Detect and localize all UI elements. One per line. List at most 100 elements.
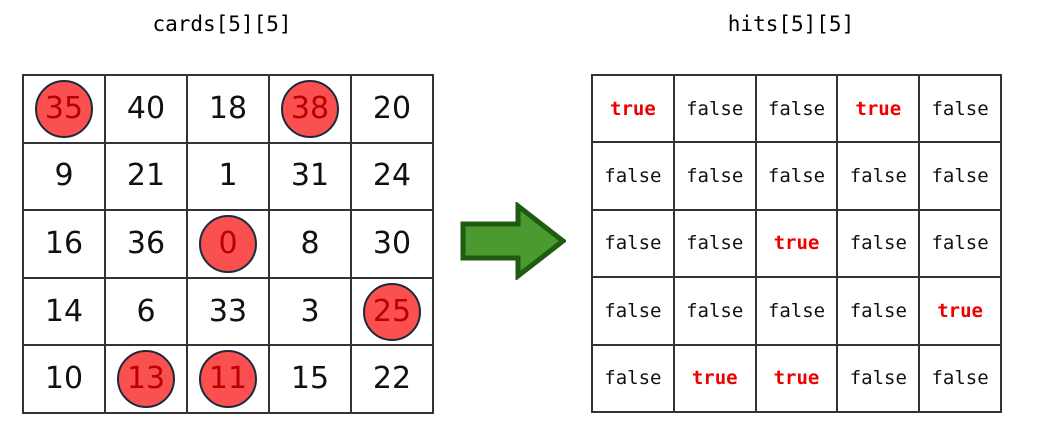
hits-cell-false[interactable]: false bbox=[918, 343, 1002, 413]
cards-cell[interactable]: 8 bbox=[268, 209, 352, 279]
card-number: 33 bbox=[208, 293, 248, 329]
card-number: 15 bbox=[290, 361, 330, 397]
cards-cell[interactable]: 10 bbox=[22, 344, 106, 414]
hits-cell-true[interactable]: true bbox=[754, 208, 839, 279]
card-cell-inner: 21 bbox=[106, 144, 186, 210]
cards-cell[interactable]: 16 bbox=[22, 209, 106, 279]
card-cell-inner: 30 bbox=[352, 211, 432, 277]
card-number: 22 bbox=[372, 361, 412, 397]
card-number: 35 bbox=[44, 90, 84, 126]
card-cell-inner: 3 bbox=[270, 279, 350, 345]
cards-cell[interactable]: 13 bbox=[104, 344, 188, 414]
card-number: 20 bbox=[372, 90, 412, 126]
cards-cell[interactable]: 25 bbox=[350, 276, 434, 347]
cards-cell[interactable]: 15 bbox=[268, 344, 352, 414]
cards-cell[interactable]: 18 bbox=[186, 74, 270, 144]
card-number: 1 bbox=[218, 158, 238, 194]
hits-cell-false[interactable]: false bbox=[672, 141, 757, 211]
cards-row: 9 21 1 31 24 bbox=[22, 141, 434, 212]
marked-card-circle: 13 bbox=[106, 346, 186, 412]
card-cell-inner: 1 bbox=[188, 144, 268, 210]
cards-cell[interactable]: 40 bbox=[104, 74, 188, 144]
cards-cell[interactable]: 24 bbox=[350, 141, 434, 212]
hits-cell-false[interactable]: false bbox=[836, 343, 921, 413]
card-cell-inner: 22 bbox=[352, 346, 432, 412]
card-number: 38 bbox=[290, 90, 330, 126]
hits-cell-false[interactable]: false bbox=[836, 276, 921, 346]
card-number: 11 bbox=[208, 361, 248, 397]
hits-cell-false[interactable]: false bbox=[918, 73, 1002, 144]
card-cell-inner: 20 bbox=[352, 76, 432, 142]
hits-cell-false[interactable]: false bbox=[672, 208, 757, 279]
card-cell-inner: 31 bbox=[270, 144, 350, 210]
hits-cell-false[interactable]: false bbox=[836, 141, 921, 211]
cards-title: cards[5][5] bbox=[152, 12, 292, 36]
card-number: 6 bbox=[136, 293, 156, 329]
card-number: 31 bbox=[290, 158, 330, 194]
card-number: 10 bbox=[44, 361, 84, 397]
card-cell-inner: 6 bbox=[106, 279, 186, 345]
card-number: 3 bbox=[300, 293, 320, 329]
hits-cell-false[interactable]: false bbox=[672, 276, 757, 346]
cards-cell[interactable]: 3 bbox=[268, 276, 352, 347]
hits-cell-false[interactable]: false bbox=[754, 141, 839, 211]
hits-cell-false[interactable]: false bbox=[591, 276, 675, 346]
hits-cell-true[interactable]: true bbox=[918, 276, 1002, 346]
cards-cell[interactable]: 21 bbox=[104, 141, 188, 212]
marked-card-circle: 35 bbox=[24, 76, 104, 142]
hits-cell-true[interactable]: true bbox=[591, 73, 675, 144]
cards-cell[interactable]: 35 bbox=[22, 74, 106, 144]
card-number: 30 bbox=[372, 225, 412, 261]
card-number: 8 bbox=[300, 225, 320, 261]
hits-cell-false[interactable]: false bbox=[918, 141, 1002, 211]
card-number: 40 bbox=[126, 90, 166, 126]
card-number: 9 bbox=[54, 158, 74, 194]
hits-cell-false[interactable]: false bbox=[754, 276, 839, 346]
hits-cell-false[interactable]: false bbox=[672, 73, 757, 144]
hits-cell-true[interactable]: true bbox=[836, 73, 921, 144]
cards-cell[interactable]: 20 bbox=[350, 74, 434, 144]
card-number: 36 bbox=[126, 225, 166, 261]
card-number: 21 bbox=[126, 158, 166, 194]
cards-cell[interactable]: 22 bbox=[350, 344, 434, 414]
hits-cell-true[interactable]: true bbox=[672, 343, 757, 413]
card-cell-inner: 33 bbox=[188, 279, 268, 345]
cards-cell[interactable]: 30 bbox=[350, 209, 434, 279]
cards-row: 10 13 11 15 22 bbox=[22, 344, 434, 414]
cards-cell[interactable]: 9 bbox=[22, 141, 106, 212]
card-cell-inner: 36 bbox=[106, 211, 186, 277]
card-cell-inner: 9 bbox=[24, 144, 104, 210]
card-cell-inner: 8 bbox=[270, 211, 350, 277]
right-arrow-shape bbox=[460, 200, 568, 282]
card-number: 16 bbox=[44, 225, 84, 261]
cards-cell[interactable]: 1 bbox=[186, 141, 270, 212]
cards-cell[interactable]: 14 bbox=[22, 276, 106, 347]
card-cell-inner: 18 bbox=[188, 76, 268, 142]
cards-cell[interactable]: 31 bbox=[268, 141, 352, 212]
cards-cell[interactable]: 6 bbox=[104, 276, 188, 347]
card-number: 14 bbox=[44, 293, 84, 329]
hits-cell-false[interactable]: false bbox=[836, 208, 921, 279]
card-number: 13 bbox=[126, 361, 166, 397]
card-cell-inner: 10 bbox=[24, 346, 104, 412]
hits-cell-false[interactable]: false bbox=[591, 208, 675, 279]
card-cell-inner: 14 bbox=[24, 279, 104, 345]
card-cell-inner: 16 bbox=[24, 211, 104, 277]
cards-cell[interactable]: 0 bbox=[186, 209, 270, 279]
hits-cell-false[interactable]: false bbox=[591, 343, 675, 413]
hits-cell-false[interactable]: false bbox=[754, 73, 839, 144]
cards-cell[interactable]: 33 bbox=[186, 276, 270, 347]
marked-card-circle: 0 bbox=[188, 211, 268, 277]
cards-cell[interactable]: 11 bbox=[186, 344, 270, 414]
hits-cell-false[interactable]: false bbox=[918, 208, 1002, 279]
cards-cell[interactable]: 36 bbox=[104, 209, 188, 279]
card-number: 24 bbox=[372, 158, 412, 194]
hits-cell-true[interactable]: true bbox=[754, 343, 839, 413]
hits-cell-false[interactable]: false bbox=[591, 141, 675, 211]
cards-cell[interactable]: 38 bbox=[268, 74, 352, 144]
right-arrow-icon bbox=[460, 200, 568, 282]
